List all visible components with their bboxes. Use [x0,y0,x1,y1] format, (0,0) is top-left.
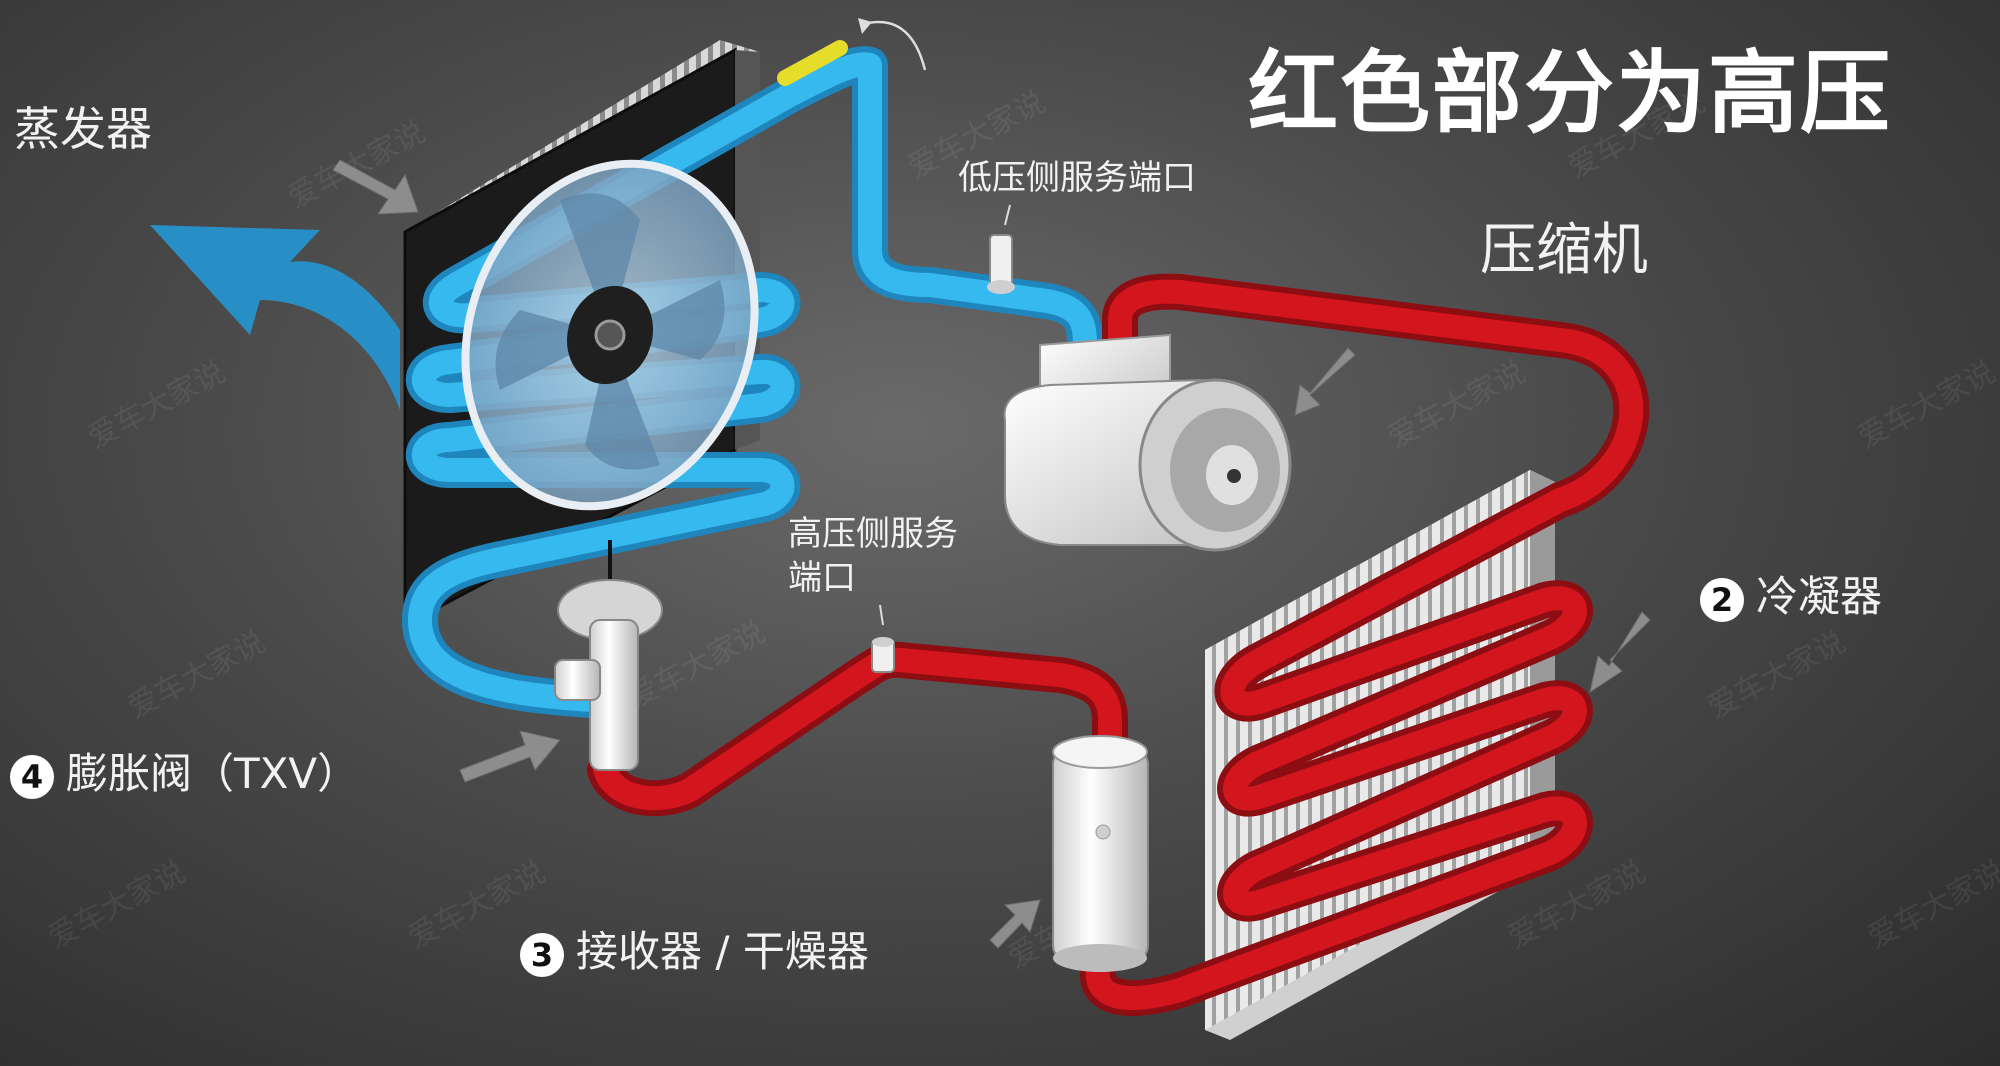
txv-label: 4 膨胀阀（TXV） [10,740,359,801]
cold-air-arrow [150,225,400,410]
arrow-to-low-port [1004,204,1011,226]
compressor-unit [1003,333,1292,552]
high-pressure-port-label-line1: 高压侧服务 [788,514,958,554]
arrow-to-high-port [879,604,884,626]
arrow-to-compressor [1294,347,1356,416]
arrow-to-condenser [1589,611,1651,694]
low-pressure-service-port [987,234,1015,294]
receiver-label-text: 接收器 / 干燥器 [576,927,869,976]
compressor-label: 压缩机 [1480,205,1648,286]
txv-number-badge: 4 [10,754,54,799]
expansion-valve [554,540,663,771]
high-pressure-service-port [871,637,895,673]
low-pressure-port-label: 低压侧服务端口 [958,150,1196,199]
arrow-to-txv [459,730,561,783]
arrow-to-receiver [989,899,1041,949]
receiver-number-badge: 3 [520,932,564,977]
high-pressure-port-label-line2: 端口 [788,558,856,598]
condenser-label: 2 冷凝器 [1700,563,1882,624]
compressor-label-text: 压缩机 [1480,218,1648,283]
evaporator-label-text: 蒸发器 [14,102,152,156]
high-pressure-port-label: 高压侧服务 端口 [788,512,958,600]
rotation-indicator [858,18,927,71]
txv-label-text: 膨胀阀（TXV） [66,749,360,798]
receiver-drier [1052,735,1149,972]
condenser-label-text: 冷凝器 [1756,572,1883,621]
diagram-title: 红色部分为高压 [1248,20,1892,150]
low-pressure-port-label-text: 低压侧服务端口 [958,158,1196,198]
pointer-arrows [332,159,1651,949]
receiver-label: 3 接收器 / 干燥器 [520,918,869,979]
evaporator-fan [461,159,759,511]
arrow-to-evaporator [332,159,419,215]
evaporator-label: 蒸发器 [14,93,152,159]
title-text: 红色部分为高压 [1248,41,1892,146]
low-pressure-line [402,40,1103,718]
condenser-number-badge: 2 [1700,577,1744,622]
